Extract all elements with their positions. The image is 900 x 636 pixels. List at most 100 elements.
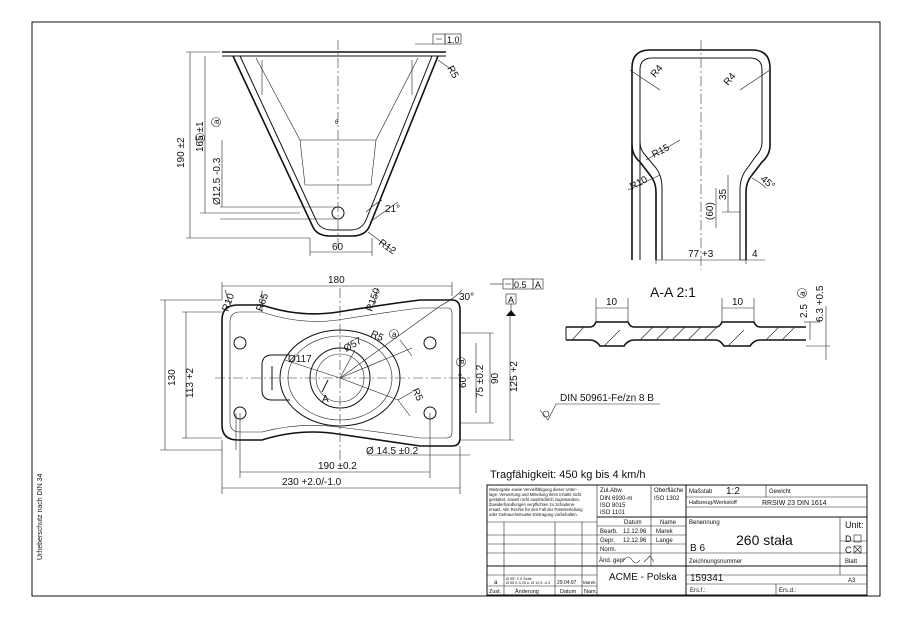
surface-note: DIN 50961-Fe/zn 8 B: [539, 393, 660, 421]
rev-date: 29.04.97: [557, 580, 577, 586]
title-block: Weitergabe sowie Vervielfältigung dieser…: [486, 484, 868, 596]
side-width: 77 +3: [688, 249, 714, 260]
side-r4-right: R4: [722, 71, 739, 88]
designation-label: Benennung: [689, 520, 720, 526]
plan-angle-60: 60°: [458, 373, 469, 388]
material-label: Halbzeug/Werkstoff: [689, 500, 737, 506]
row-gepr-name: Lange: [656, 538, 673, 544]
section-d25: 2.5: [799, 304, 810, 318]
unit-label: Unit:: [845, 520, 864, 530]
plan-width-top: 180: [328, 275, 345, 286]
plan-height-113: 113 +2: [185, 367, 196, 398]
tolerance-label: Zul.Abw.: [600, 488, 623, 494]
company-name: ACME - Polska: [609, 572, 677, 583]
rev-text: Ø 95° 2.0 Seite: [506, 577, 532, 581]
plan-r5b: R5: [409, 387, 425, 404]
drawing-number-label: Zeichnungsnummer: [689, 559, 742, 565]
front-view: 1.0 6 R5 190 ±2 165 ±1 a Ø12.5: [176, 33, 462, 257]
tolerance-std-2: ISO 8015: [600, 503, 626, 509]
designation-value: 260 stała: [736, 532, 793, 548]
notice-line-2: lage, Verwertung und Mitteilung ihres In…: [489, 492, 582, 497]
side-view: R4 R4 R15 R10 45° 35 (60) 77 +3 4: [627, 40, 777, 270]
col-datum: Datum: [624, 520, 642, 526]
row-bearb-name: Marek: [656, 529, 674, 535]
front-height-inner: 165 ±1: [195, 121, 206, 152]
section-w1: 10: [606, 297, 618, 308]
front-r12: R12: [376, 237, 398, 257]
plan-dim-230: 230 +2.0/-1.0: [282, 477, 342, 488]
foot-aenderung: Änderung: [515, 588, 539, 595]
front-width-bottom: 60: [332, 242, 344, 253]
plan-hole-dia: Ø 14.5 ±0.2: [366, 446, 419, 457]
replaces-label: Ers.f.:: [690, 588, 706, 594]
plan-view: A 180 R10 R65 R150 30° 0.5 A A R5: [160, 275, 544, 494]
plan-height-130: 130: [167, 369, 178, 386]
front-mark-a2: a: [212, 119, 221, 124]
side-dim-35: 35: [718, 188, 729, 200]
plan-tol-value: 0.5: [514, 280, 527, 290]
plan-dim-190: 190 ±0.2: [318, 461, 357, 472]
plan-dim-75: 75 ±0.2: [475, 364, 486, 398]
front-small-label: 6: [335, 120, 339, 126]
surface-value: ISO 1302: [654, 496, 680, 502]
plan-mark-a: a: [392, 330, 397, 339]
notice-line-1: Weitergabe sowie Vervielfältigung dieser…: [489, 487, 578, 492]
tolerance-std-1: DIN 6930-m: [600, 496, 632, 502]
plan-tol-ref: A: [535, 280, 541, 290]
replaced-by-label: Ers.d.:: [779, 588, 797, 594]
surface-label: Oberfläche: [654, 488, 684, 494]
plan-angle-30: 30°: [459, 292, 474, 303]
rev-text-2: Ø 55 0.3 25 u. Ø 12.5 -0.3: [506, 581, 550, 585]
plan-dim-125: 125 +2: [509, 361, 520, 392]
drawing-number-value: 159341: [690, 573, 724, 584]
surface-note-text: DIN 50961-Fe/zn 8 B: [560, 393, 654, 404]
notice-line-4: Zuwiderhandlungen verpflichten zu Schade…: [489, 502, 576, 507]
sheet-border: [31, 21, 881, 597]
tolerance-std-3: ISO 1101: [600, 510, 626, 516]
row-gepr-label: Gepr.: [600, 538, 615, 544]
section-d63: 6.3 +0.5: [815, 285, 826, 322]
plan-datum: A: [508, 295, 514, 305]
notice-line-6: oder Gebrauchsmuster-Eintragung vorbehal…: [489, 512, 578, 517]
plan-dia-117: Ø117: [288, 354, 312, 365]
front-height-total: 190 ±2: [176, 137, 187, 168]
row-gepr-date: 12.12.96: [623, 538, 647, 544]
notice-line-3: gestattet, soweit nicht ausdrücklich zug…: [489, 497, 580, 502]
row-norm-label: Norm.: [600, 547, 617, 553]
section-view: A-A 2:1 10 10 2.5 a 6.3 +0.5: [565, 284, 830, 360]
foot-zust: Zust.: [489, 589, 502, 595]
side-angle: 45°: [758, 174, 777, 192]
scale-value: 1:2: [726, 486, 740, 497]
section-title: A-A 2:1: [650, 284, 696, 300]
weight-label: Gewicht: [769, 489, 791, 495]
side-thickness: 4: [752, 249, 758, 260]
col-name: Name: [660, 520, 677, 526]
side-r15: R15: [650, 142, 672, 161]
capacity-text: Tragfähigkeit: 450 kg bis 4 km/h: [490, 469, 646, 481]
row-bearb-label: Bearb.: [600, 529, 618, 535]
plan-section-a: A: [322, 394, 329, 405]
side-dim-60: (60): [705, 202, 716, 220]
material-value: RRSIW 23 DIN 1614: [762, 500, 827, 507]
flatness-value: 1.0: [447, 35, 460, 45]
designation-sub: B 6: [690, 543, 705, 554]
unit-d: D: [845, 534, 852, 544]
scale-label: Maßstab: [689, 489, 713, 495]
foot-name: Nam.: [584, 589, 598, 595]
rev-name: Marek: [583, 580, 596, 585]
plan-r150: R150: [364, 286, 383, 313]
front-dia-slot: Ø12.5 -0.3: [212, 157, 223, 205]
side-r4-left: R4: [649, 63, 666, 80]
plan-r65: R65: [254, 292, 271, 313]
foot-datum: Datum: [560, 589, 577, 595]
change-check-label: Änd. gepr: [599, 557, 625, 564]
section-w2: 10: [732, 297, 744, 308]
plan-dia-57: Ø57: [342, 335, 364, 354]
unit-c: C: [845, 545, 852, 555]
sheet-label: Blatt: [845, 559, 857, 565]
plan-r10: R10: [220, 292, 237, 313]
plan-dim-90: 90: [490, 372, 501, 384]
plan-mark-a2: a: [457, 359, 466, 364]
copyright-note: Urheberschutz nach DIN 34: [37, 474, 44, 560]
